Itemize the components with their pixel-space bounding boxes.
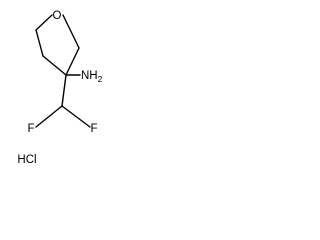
bond-ring-c4-o (62, 14, 80, 49)
bond-ring-c3-c4 (65, 47, 80, 76)
fluorine-right-label: F (90, 123, 97, 135)
bond-chf2-f-left (35, 105, 63, 128)
bond-ring-c2-c1 (35, 29, 44, 57)
amine-nh-label: NH (81, 70, 98, 82)
bond-chf2-f-right (61, 105, 91, 128)
salt-label: HCl (17, 154, 36, 166)
bond-ring-c1-c3 (42, 55, 67, 76)
oxygen-atom-label: O (53, 10, 62, 22)
amine-subscript: 2 (98, 74, 103, 84)
fluorine-left-label: F (27, 123, 34, 135)
amine-group-label: NH2 (81, 70, 103, 84)
chemical-structure: O NH2 F F HCl (17, 10, 103, 166)
bond-c3-chf2 (61, 74, 67, 107)
bond-ring-o-c2 (35, 14, 53, 31)
